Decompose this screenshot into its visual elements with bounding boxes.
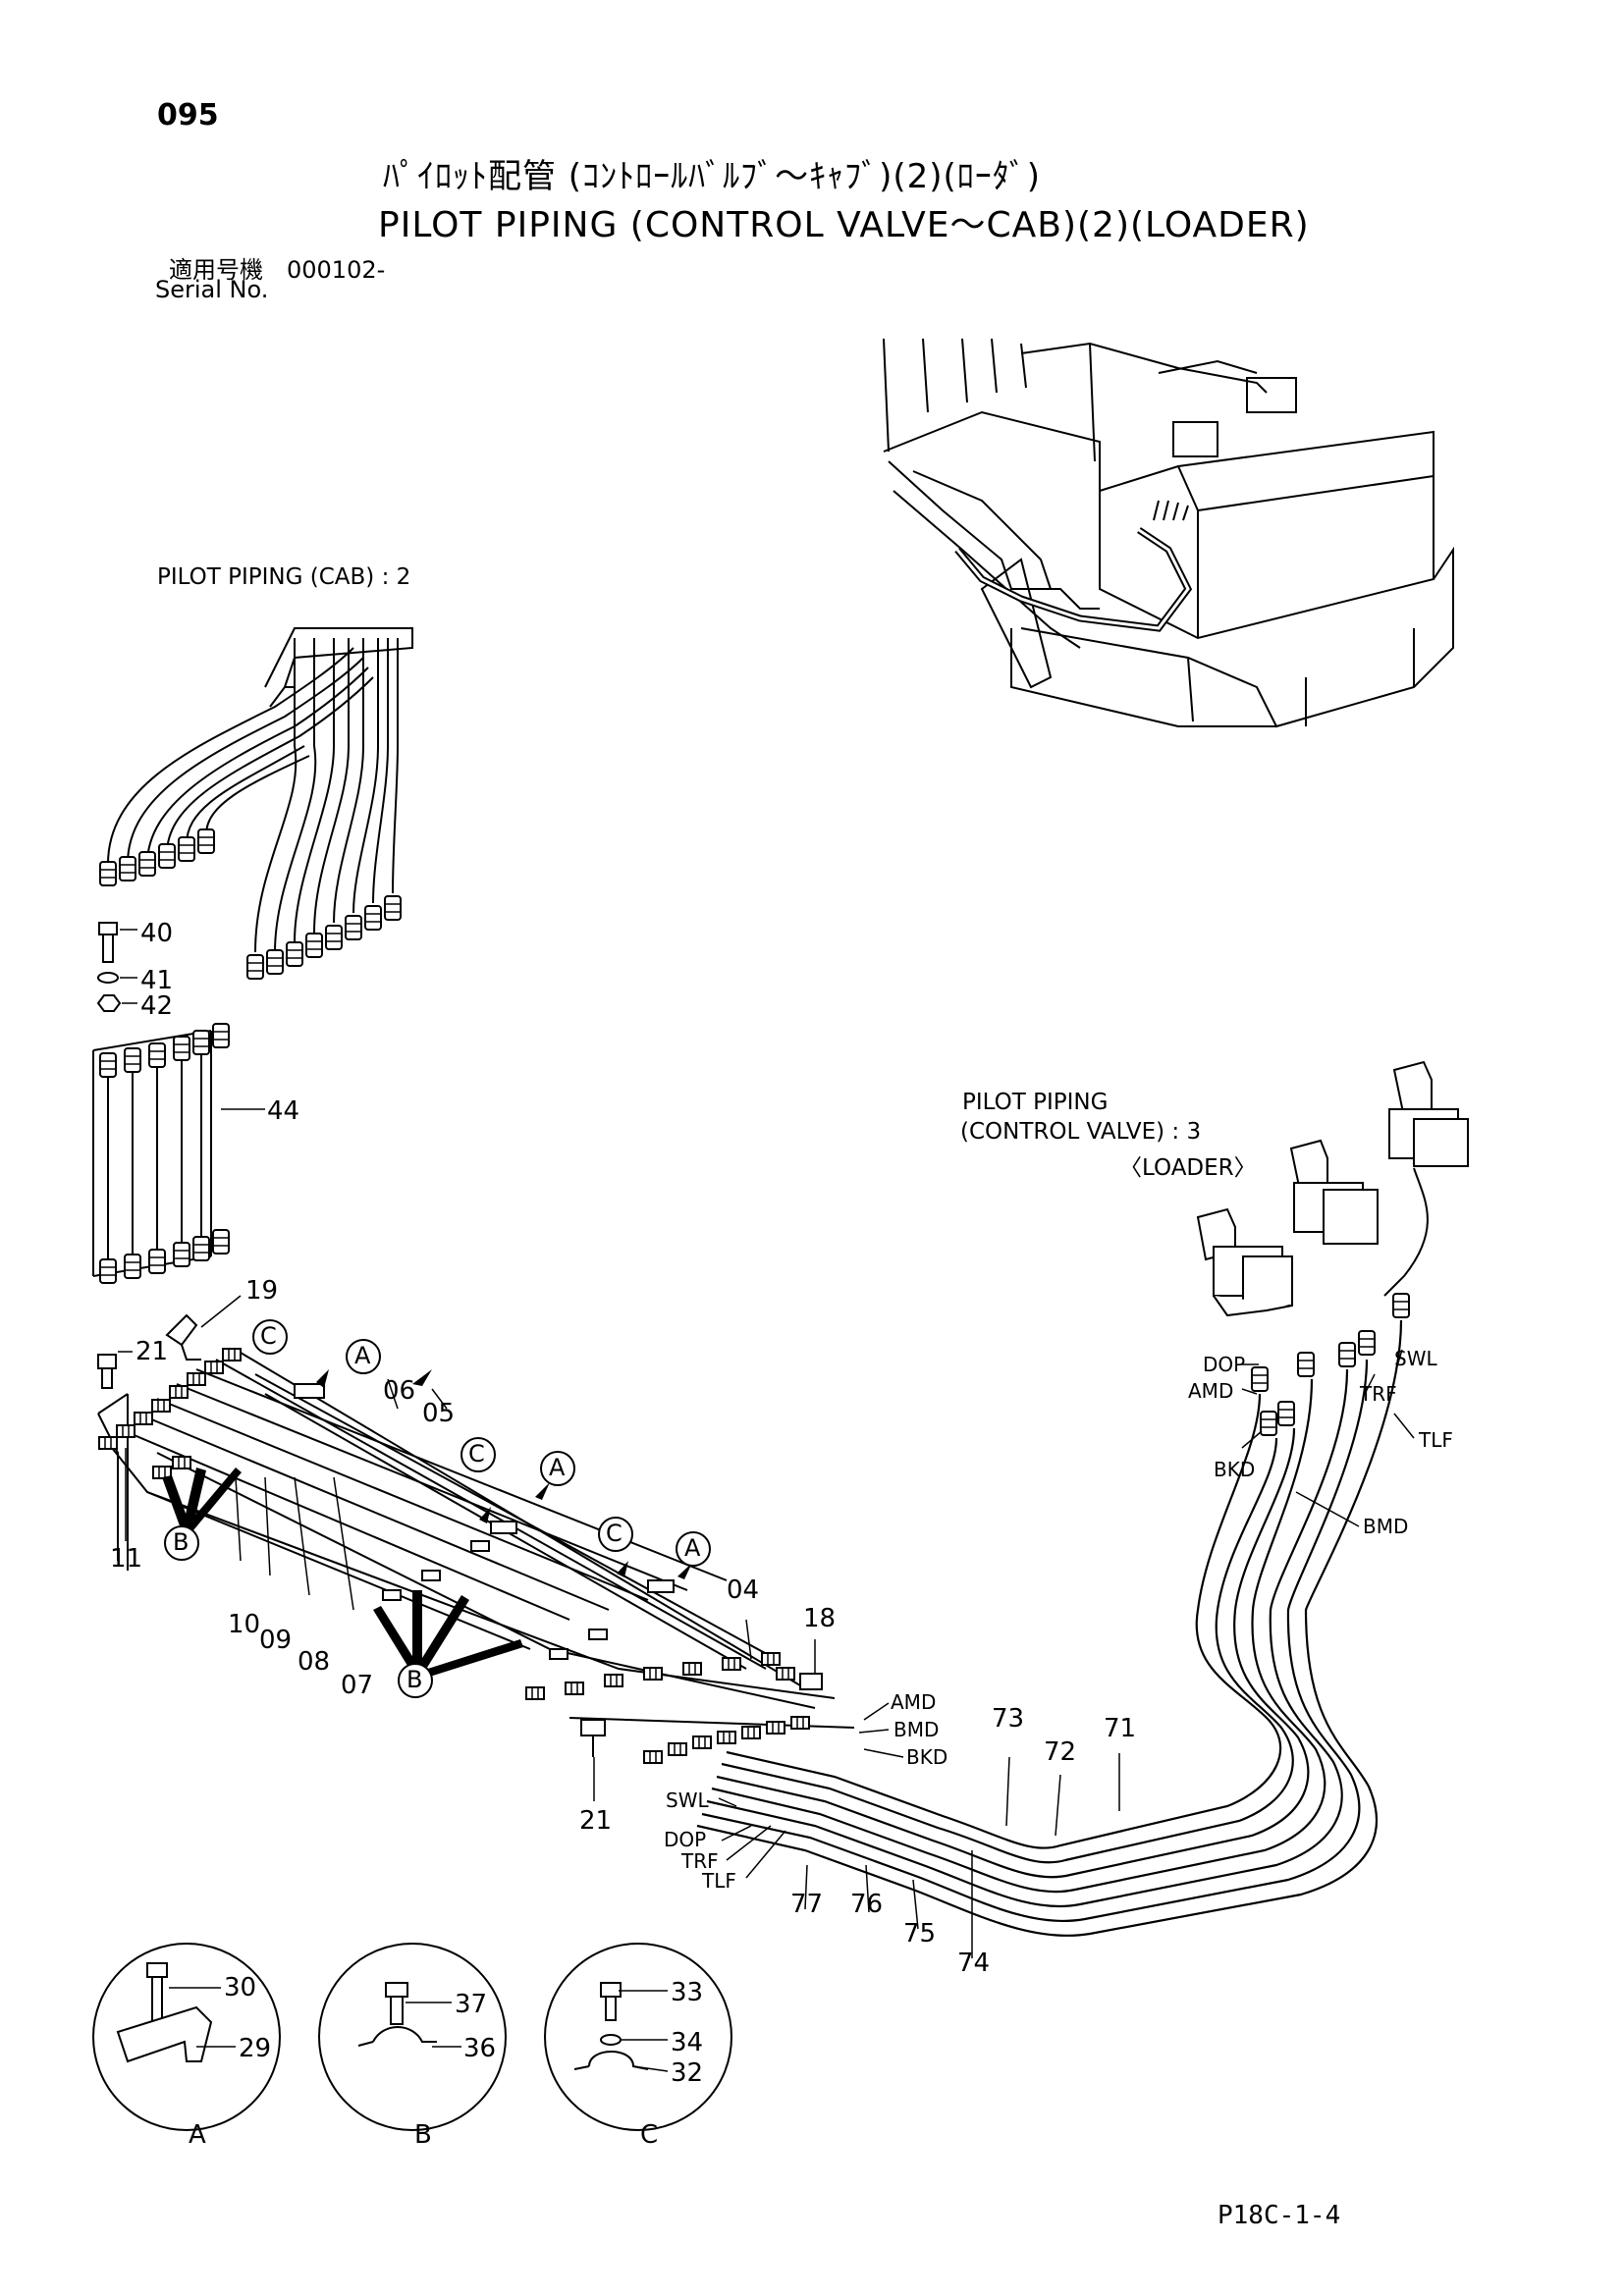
callout-ac-pointers <box>316 1369 692 1579</box>
nipple-21-upper <box>97 1354 117 1389</box>
part-number-41: 41 <box>140 966 174 995</box>
port-label-amd-top: AMD <box>1188 1379 1234 1403</box>
machine-overview <box>883 338 1454 728</box>
clamp-set <box>294 1383 675 1660</box>
part-number-04: 04 <box>727 1575 760 1605</box>
port-label-bmd-mid: BMD <box>893 1718 940 1741</box>
detail-b-parts <box>357 1982 437 2047</box>
part-number-29: 29 <box>239 2034 272 2063</box>
port-label-trf-bot: TRF <box>681 1849 719 1873</box>
port-label-swl-top: SWL <box>1394 1347 1437 1370</box>
port-label-tlf-top: TLF <box>1419 1428 1453 1452</box>
part-number-34: 34 <box>671 2028 704 2057</box>
pilot-pipe-bundle <box>97 1349 855 1729</box>
page-number: 095 <box>157 98 219 133</box>
ref-pilot-piping-cab: PILOT PIPING (CAB) : 2 <box>157 564 411 590</box>
port-label-amd-mid: AMD <box>891 1690 937 1714</box>
part-number-77: 77 <box>790 1890 824 1919</box>
ref-control-valve-line1: PILOT PIPING <box>962 1090 1109 1115</box>
callout-a-3 <box>676 1531 711 1567</box>
callout-a-label-2: A <box>549 1454 566 1481</box>
detail-view-label-a: A <box>189 2120 206 2150</box>
port-label-swl-bot: SWL <box>666 1789 709 1812</box>
part-number-37: 37 <box>455 1990 488 2019</box>
callout-c-3 <box>598 1517 633 1552</box>
part-number-09: 09 <box>259 1626 293 1655</box>
callout-a-1 <box>346 1339 381 1374</box>
callout-a-2 <box>540 1451 575 1486</box>
detail-a-parts <box>116 1962 213 2063</box>
detail-view-label-c: C <box>640 2120 659 2150</box>
part-number-08: 08 <box>298 1647 331 1677</box>
ref-control-valve-line2: (CONTROL VALVE) : 3 <box>960 1119 1202 1145</box>
serial-label-english: Serial No. <box>155 276 269 303</box>
part-number-72: 72 <box>1044 1737 1077 1767</box>
part-number-30: 30 <box>224 1973 257 2002</box>
callout-b-2 <box>398 1663 433 1698</box>
part-number-75: 75 <box>903 1919 937 1949</box>
title-japanese: ﾊﾟｲﾛｯﾄ配管 (ｺﾝﾄﾛｰﾙﾊﾞﾙﾌﾞ～ｷｬﾌﾞ)(2)(ﾛｰﾀﾞ) <box>383 157 1042 196</box>
bolt-40 <box>98 922 118 963</box>
callout-c-1 <box>252 1319 288 1355</box>
detail-circles <box>92 1943 732 2131</box>
ref-control-valve-line3: 〈LOADER〉 <box>1119 1155 1257 1181</box>
hose-set-44 <box>92 1030 212 1277</box>
port-label-bkd-mid: BKD <box>906 1745 948 1769</box>
cab-side-hoses <box>107 627 413 953</box>
port-label-trf-top: TRF <box>1360 1382 1397 1406</box>
part-number-10: 10 <box>228 1610 261 1639</box>
part-number-05: 05 <box>422 1399 456 1428</box>
figure-code: P18C-1-4 <box>1218 2201 1341 2230</box>
detail-c-parts <box>573 1982 649 2070</box>
callout-b-label-1: B <box>173 1528 189 1556</box>
part-number-71: 71 <box>1104 1714 1137 1743</box>
callout-c-label-3: C <box>606 1520 623 1547</box>
port-label-bkd-top: BKD <box>1214 1458 1256 1481</box>
part-number-18: 18 <box>803 1604 837 1633</box>
washer-41 <box>97 972 119 984</box>
callout-a-label-1: A <box>354 1342 371 1369</box>
nipple-21-lower <box>580 1719 606 1757</box>
leader-lines <box>118 929 1415 2072</box>
long-hose-run <box>696 1319 1403 1937</box>
plug-18 <box>799 1673 823 1690</box>
control-valve-assemblies <box>1196 1060 1469 1317</box>
part-number-06: 06 <box>383 1376 416 1406</box>
part-number-40: 40 <box>140 919 174 948</box>
part-number-21-upper: 21 <box>135 1337 169 1366</box>
part-number-07: 07 <box>341 1671 374 1700</box>
callout-b-label-2: B <box>406 1666 423 1693</box>
port-label-tlf-bot: TLF <box>702 1869 736 1893</box>
port-label-dop-bot: DOP <box>664 1828 707 1851</box>
part-number-73: 73 <box>992 1704 1025 1734</box>
port-label-bmd-top: BMD <box>1363 1515 1409 1538</box>
title-english: PILOT PIPING (CONTROL VALVE～CAB)(2)(LOAD… <box>378 205 1310 245</box>
part-number-11: 11 <box>110 1544 143 1574</box>
callout-c-2 <box>460 1437 496 1472</box>
part-number-74: 74 <box>957 1949 991 1978</box>
callout-b-1 <box>164 1525 199 1561</box>
nut-42 <box>96 994 122 1012</box>
detail-view-label-b: B <box>414 2120 432 2150</box>
part-number-36: 36 <box>463 2034 497 2063</box>
callout-c-label-2: C <box>468 1440 485 1468</box>
part-number-42: 42 <box>140 991 174 1021</box>
serial-label-japanese: 適用号機 000102- <box>169 256 386 284</box>
part-number-33: 33 <box>671 1978 704 2007</box>
part-number-44: 44 <box>267 1096 300 1126</box>
part-number-19: 19 <box>245 1276 279 1306</box>
part-number-21-lower: 21 <box>579 1806 613 1836</box>
part-number-32: 32 <box>671 2058 704 2088</box>
elbow-19 <box>165 1313 201 1361</box>
callout-c-label-1: C <box>260 1322 277 1350</box>
part-number-76: 76 <box>850 1890 884 1919</box>
port-label-dop-top: DOP <box>1203 1353 1246 1376</box>
callout-b-pointers <box>162 1468 523 1681</box>
callout-a-label-3: A <box>684 1534 701 1562</box>
